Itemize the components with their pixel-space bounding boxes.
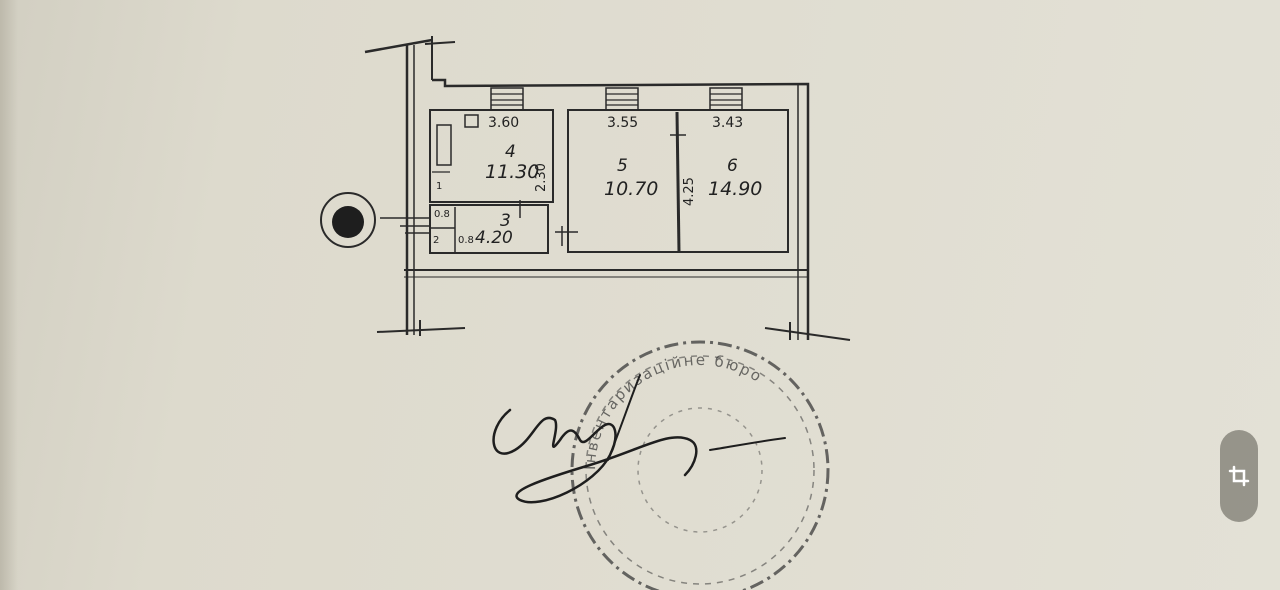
small-dim-top: 0.8 <box>434 209 450 220</box>
room-4-number: 4 <box>505 142 516 162</box>
entrance-marker <box>320 192 430 248</box>
room-5-height: 4.25 <box>682 177 697 206</box>
corner-mark-top-left <box>364 38 433 54</box>
signature <box>492 374 786 504</box>
room-5-width: 3.55 <box>607 115 639 131</box>
room-3-outline <box>429 204 549 254</box>
corner-tick-top-h <box>424 41 456 45</box>
room-6-number: 6 <box>727 156 738 176</box>
window-1 <box>490 87 524 111</box>
crop-button[interactable] <box>1220 430 1258 522</box>
room-5-number: 5 <box>617 156 628 176</box>
corner-mark-bottom-right <box>764 327 851 341</box>
bathtub-symbol <box>436 124 452 166</box>
room-3-sub-dim: 0.8 <box>458 235 474 246</box>
window-2 <box>605 87 639 111</box>
small-label-1: 1 <box>436 181 443 192</box>
crop-icon <box>1228 465 1250 487</box>
paper-edge-shadow <box>0 0 18 590</box>
sink-symbol <box>464 114 479 128</box>
small-label-2: 2 <box>433 235 440 246</box>
room-5-area: 10.70 <box>604 178 659 200</box>
window-3 <box>709 87 743 111</box>
room-6-area: 14.90 <box>708 178 763 200</box>
room-4-width: 3.60 <box>488 115 520 131</box>
wall-between-5-6 <box>675 111 681 253</box>
room-6-width: 3.43 <box>712 115 744 131</box>
room-4-area: 11.30 <box>485 161 540 183</box>
outer-wall-top-right <box>432 78 810 340</box>
room-3-number: 3 <box>500 211 511 231</box>
room-4-height: 2.30 <box>534 163 549 192</box>
room-3-area: 4.20 <box>475 228 513 248</box>
